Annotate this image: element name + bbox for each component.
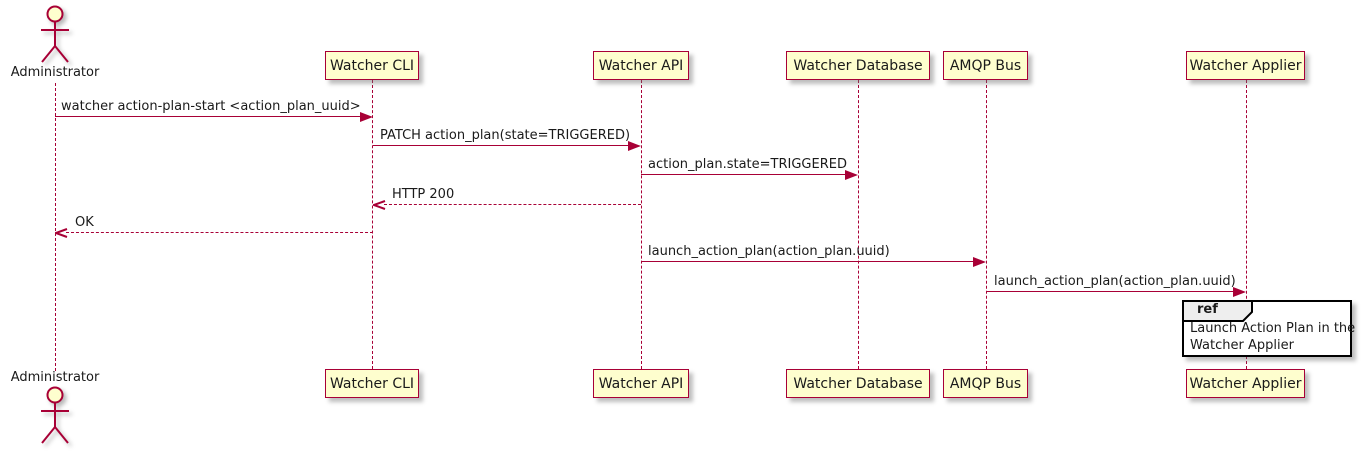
message-label: PATCH action_plan(state=TRIGGERED) — [380, 128, 631, 143]
message-line — [641, 174, 846, 175]
arrowhead-open-icon — [55, 228, 68, 238]
lifeline-watcher-cli — [372, 80, 373, 369]
ref-text-line: Watcher Applier — [1190, 338, 1294, 353]
message-line-dashed — [384, 204, 641, 205]
arrowhead-icon — [628, 141, 641, 151]
participant-watcher-cli-bottom: Watcher CLI — [325, 369, 419, 398]
ref-header-pentagon — [1182, 300, 1253, 322]
arrowhead-icon — [360, 112, 373, 122]
participant-watcher-applier-bottom: Watcher Applier — [1186, 369, 1305, 398]
message-line — [641, 261, 974, 262]
message-label: launch_action_plan(action_plan.uuid) — [648, 244, 890, 259]
message-line — [986, 291, 1234, 292]
arrowhead-icon — [973, 257, 986, 267]
arrowhead-icon — [845, 170, 858, 180]
actor-label-bottom: Administrator — [10, 370, 100, 385]
message-line — [55, 116, 361, 117]
ref-keyword: ref — [1197, 302, 1218, 317]
message-label: action_plan.state=TRIGGERED — [648, 157, 847, 172]
participant-watcher-database-bottom: Watcher Database — [786, 369, 930, 398]
message-label: OK — [75, 215, 94, 230]
arrowhead-open-icon — [373, 200, 386, 210]
lifeline-amqp-bus — [986, 80, 987, 369]
message-line — [373, 145, 629, 146]
lifeline-watcher-applier — [1246, 80, 1247, 369]
participant-watcher-api-top: Watcher API — [593, 51, 689, 80]
ref-text-line: Launch Action Plan in the — [1190, 321, 1356, 336]
actor-icon — [41, 386, 69, 444]
participant-watcher-applier-top: Watcher Applier — [1186, 51, 1305, 80]
lifeline-watcher-database — [858, 80, 859, 369]
ref-fragment: ref Launch Action Plan in the Watcher Ap… — [1182, 300, 1356, 357]
actor-icon — [41, 5, 69, 63]
lifeline-administrator — [55, 83, 56, 371]
arrowhead-icon — [1233, 287, 1246, 297]
actor-label-top: Administrator — [10, 65, 100, 80]
message-label: HTTP 200 — [392, 187, 455, 202]
participant-amqp-bus-top: AMQP Bus — [943, 51, 1028, 80]
participant-watcher-api-bottom: Watcher API — [593, 369, 689, 398]
lifeline-watcher-api — [641, 80, 642, 369]
participant-watcher-database-top: Watcher Database — [786, 51, 930, 80]
participant-watcher-cli-top: Watcher CLI — [325, 51, 419, 80]
message-label: watcher action-plan-start <action_plan_u… — [61, 99, 361, 114]
message-label: launch_action_plan(action_plan.uuid) — [994, 274, 1236, 289]
participant-amqp-bus-bottom: AMQP Bus — [943, 369, 1028, 398]
message-line-dashed — [66, 232, 373, 233]
